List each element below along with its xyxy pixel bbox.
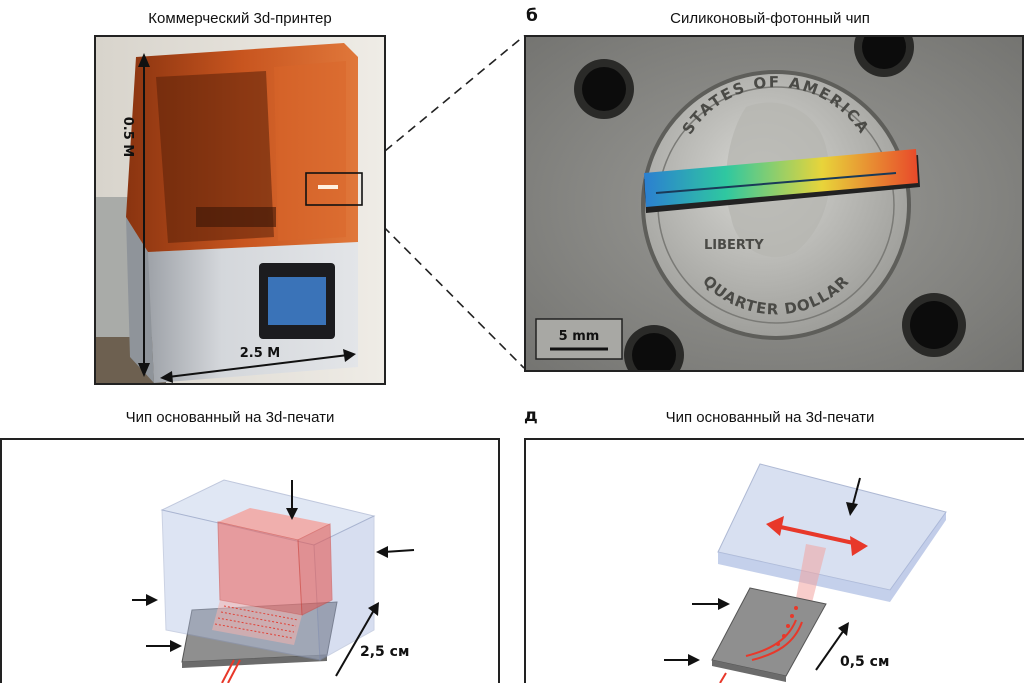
panel-d-letter: д	[524, 406, 538, 426]
chip-substrate-d	[711, 587, 827, 677]
arrow-top	[286, 508, 298, 520]
panel-c-title: Чип основанный на 3d-печати	[125, 409, 335, 426]
panel-d-title: Чип основанный на 3d-печати	[665, 409, 875, 426]
waveguide-grid	[212, 600, 302, 645]
panel-a-title: Коммерческий 3d-принтер	[148, 10, 332, 27]
panel-c-frame: 2,5 см	[0, 438, 500, 683]
silicon-chip	[644, 149, 918, 207]
dimension-label-c: 2,5 см	[360, 644, 409, 660]
arrow-right	[376, 546, 388, 558]
grating-dots	[776, 606, 798, 646]
scale-label: 5 mm	[559, 329, 600, 344]
dimension-arrow-d	[838, 622, 849, 636]
arrow-input-d	[688, 654, 700, 666]
dimension-label-d: 0,5 см	[840, 654, 889, 670]
height-label: 0.5 M	[120, 117, 135, 158]
arrow-left-d	[718, 598, 730, 610]
panel-b-title: Силиконовый-фотонный чип	[670, 10, 870, 27]
panel-d-frame: 0,5 см	[524, 438, 1024, 683]
coin-liberty: LIBERTY	[704, 238, 764, 253]
arrow-input	[170, 640, 182, 652]
chip-photo: STATES OF AMERICA LIBERTY QUARTER DOLLAR…	[524, 35, 1024, 372]
printer-photo: 0.5 M 2.5 M	[94, 35, 386, 385]
width-label: 2.5 M	[240, 346, 281, 361]
arrow-left	[146, 594, 158, 606]
dimension-arrow	[368, 602, 379, 616]
arrow-top-d	[846, 502, 858, 516]
zoom-box	[305, 172, 363, 206]
double-arrow	[850, 536, 868, 556]
panel-b-letter: б	[526, 6, 538, 26]
